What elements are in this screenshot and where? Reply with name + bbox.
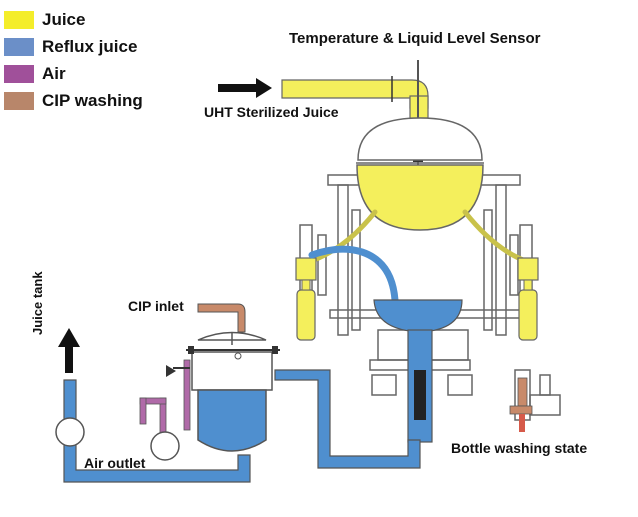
cip-inlet-pipe [197, 303, 246, 333]
air-line [139, 359, 191, 437]
reflux-tank [186, 331, 280, 452]
legend-swatch [4, 91, 34, 110]
legend-label: Juice [42, 9, 86, 29]
right-filling-bottle [517, 257, 539, 341]
sensor-label: Temperature & Liquid Level Sensor [289, 30, 541, 47]
left-pump-gauge [55, 417, 85, 447]
legend-item-cip-washing: CIP washing [4, 87, 143, 114]
legend: Juice Reflux juice Air CIP washing [4, 6, 143, 114]
juice-bowl-tank [356, 117, 484, 231]
legend-swatch [4, 37, 34, 56]
reflux-bottom-pipe [274, 369, 421, 469]
uht-juice-label: UHT Sterilized Juice [204, 104, 339, 120]
legend-label: Air [42, 63, 66, 83]
reflux-feed-line [63, 379, 251, 483]
left-filling-bottle [295, 257, 317, 341]
legend-swatch [4, 10, 34, 29]
reflux-funnel [373, 299, 463, 443]
cip-inlet-label: CIP inlet [128, 298, 184, 314]
legend-swatch [4, 64, 34, 83]
reflux-return-line [308, 245, 399, 304]
legend-label: Reflux juice [42, 36, 138, 56]
legend-label: CIP washing [42, 90, 143, 110]
bottle-washing-label: Bottle washing state [451, 440, 588, 456]
juice-tank-arrow [58, 328, 80, 373]
juice-tank-label: Juice tank [30, 271, 45, 335]
legend-item-juice: Juice [4, 6, 143, 33]
bottle-washing-fixture [509, 377, 533, 432]
legend-item-air: Air [4, 60, 143, 87]
legend-item-reflux-juice: Reflux juice [4, 33, 143, 60]
uht-flow-arrow [218, 78, 272, 98]
air-outlet-label: Air outlet [84, 455, 146, 471]
middle-pump-gauge [150, 431, 180, 461]
